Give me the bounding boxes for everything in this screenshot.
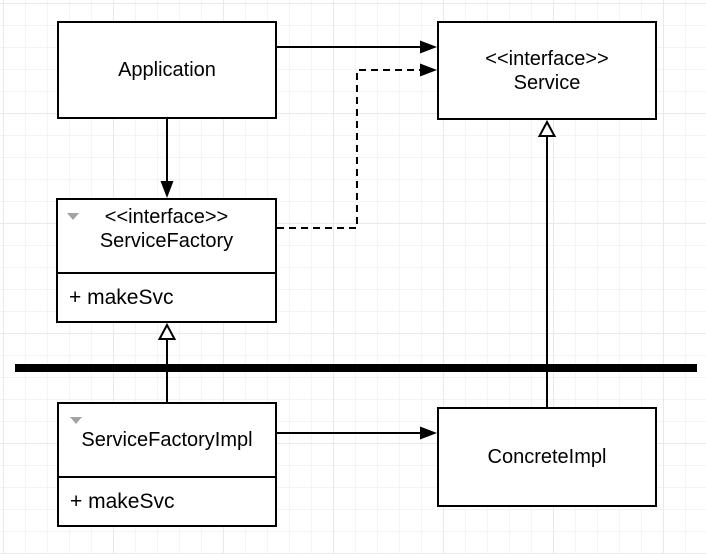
collapse-chevron-down-icon[interactable] <box>70 417 82 424</box>
filled-arrowhead-icon <box>160 181 174 198</box>
filled-arrowhead-icon <box>420 426 437 440</box>
class-title-compartment: ServiceFactoryImpl <box>59 404 275 476</box>
member-method-makesvc: + makeSvc <box>70 489 175 513</box>
class-title-compartment: <<interface>> Service <box>439 23 655 118</box>
class-box-servicefactory[interactable]: <<interface>> ServiceFactory + makeSvc <box>56 198 277 323</box>
class-box-service[interactable]: <<interface>> Service <box>437 21 657 120</box>
class-members-compartment: + makeSvc <box>59 476 275 525</box>
collapse-chevron-down-icon[interactable] <box>67 213 79 220</box>
class-name: ServiceFactory <box>99 230 234 252</box>
stereotype-label: <<interface>> <box>104 206 229 228</box>
class-name: Application <box>118 59 216 81</box>
class-name: ConcreteImpl <box>487 446 607 468</box>
edge-application-to-servicefactory[interactable] <box>160 119 174 198</box>
class-box-application[interactable]: Application <box>57 21 277 119</box>
stereotype-label: <<interface>> <box>485 47 609 70</box>
edge-servicefactory-to-service[interactable] <box>277 63 437 229</box>
class-name: Service <box>513 71 581 94</box>
layer-separator-line[interactable] <box>15 364 697 372</box>
filled-arrowhead-icon <box>420 40 437 54</box>
filled-arrowhead-icon <box>420 63 437 77</box>
class-members-compartment: + makeSvc <box>58 272 275 321</box>
class-box-servicefactoryimpl[interactable]: ServiceFactoryImpl + makeSvc <box>57 402 277 527</box>
hollow-triangle-arrowhead-icon <box>157 322 177 340</box>
class-title-compartment: <<interface>> ServiceFactory <box>58 200 275 272</box>
edge-servicefactoryimpl-to-concreteimpl[interactable] <box>277 426 437 440</box>
class-name: ServiceFactoryImpl <box>81 429 253 451</box>
class-title-compartment: Application <box>59 23 275 117</box>
member-method-makesvc: + makeSvc <box>69 285 174 309</box>
edge-application-to-service[interactable] <box>277 40 437 54</box>
hollow-triangle-arrowhead-icon <box>537 119 557 137</box>
class-box-concreteimpl[interactable]: ConcreteImpl <box>437 407 657 507</box>
class-title-compartment: ConcreteImpl <box>439 409 655 505</box>
